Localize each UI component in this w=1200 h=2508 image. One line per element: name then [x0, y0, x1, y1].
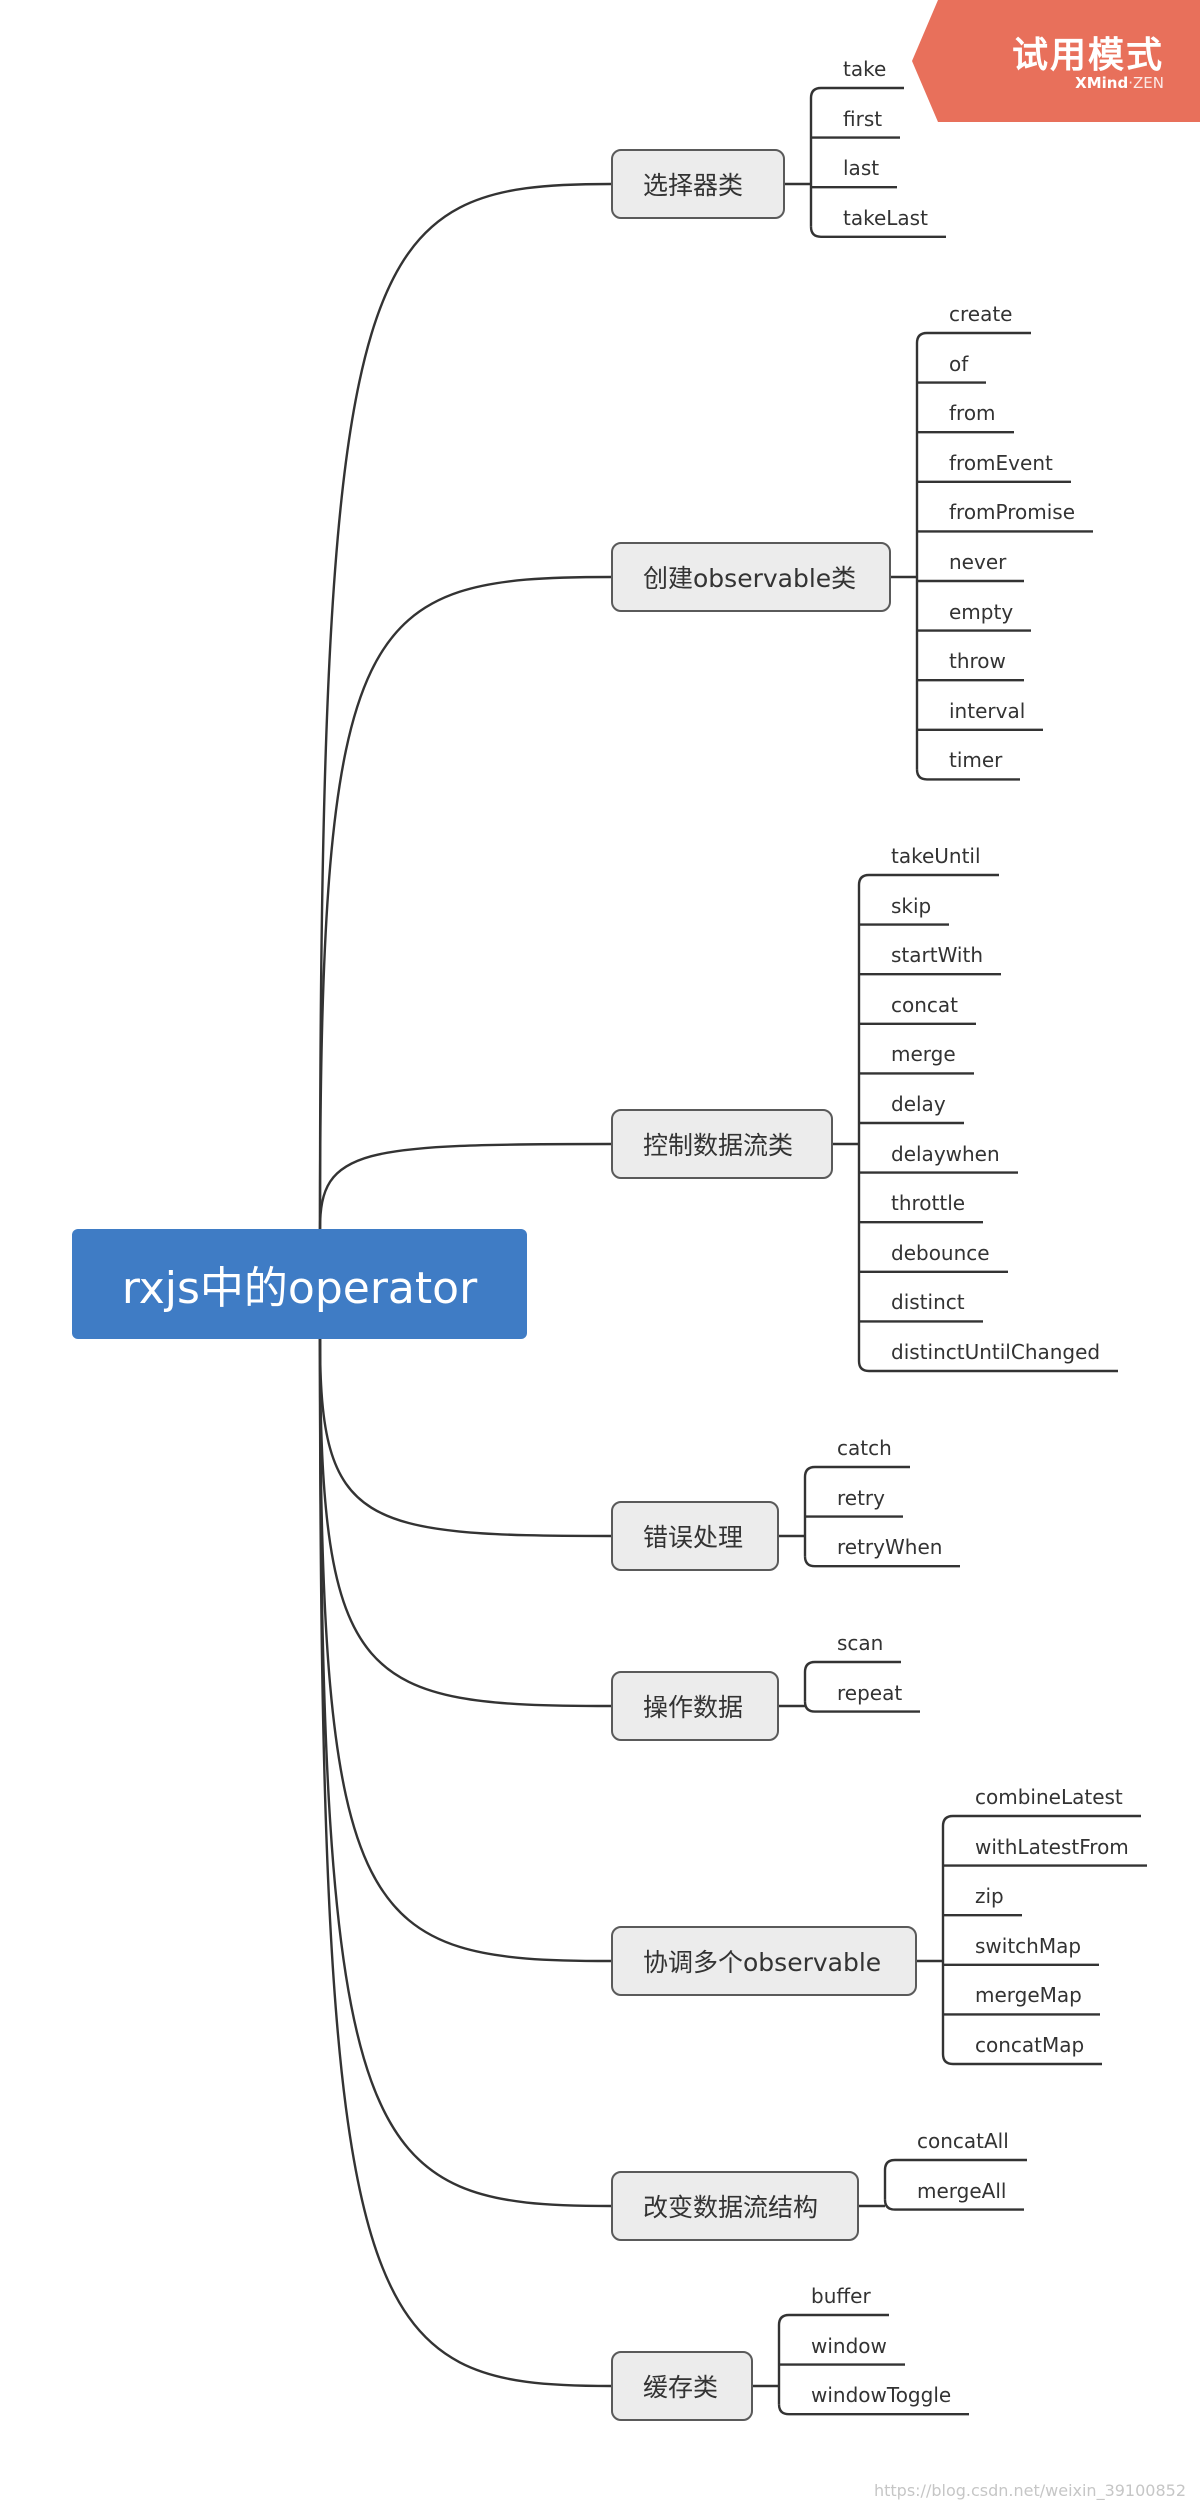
badge-edition: ZEN	[1133, 74, 1164, 92]
leaf-topic[interactable]: takeLast	[843, 205, 928, 230]
badge-title: 试用模式	[1011, 35, 1164, 76]
root-link	[318, 575, 612, 1230]
branch-topic[interactable]: 创建observable类	[611, 542, 891, 612]
leaf-topic[interactable]: mergeMap	[975, 1983, 1082, 2008]
watermark: https://blog.csdn.net/weixin_39100852	[873, 2481, 1186, 2500]
leaf-topic[interactable]: mergeAll	[917, 2178, 1007, 2203]
leaf-topic[interactable]: merge	[891, 1042, 956, 1067]
root-link	[318, 1338, 612, 2208]
leaf-topic[interactable]: interval	[949, 698, 1026, 723]
leaf-topic[interactable]: throttle	[891, 1191, 966, 1216]
branch-topic[interactable]: 改变数据流结构	[611, 2171, 859, 2241]
leaf-underline	[777, 2313, 889, 2326]
leaf-topic[interactable]: window	[811, 2333, 887, 2358]
leaf-underline	[883, 2199, 1024, 2211]
leaf-underline	[915, 769, 1020, 781]
leaf-topic[interactable]: fromPromise	[949, 500, 1076, 525]
leaf-topic[interactable]: withLatestFrom	[975, 1834, 1129, 1859]
badge-brand-line: XMind·ZEN	[1075, 74, 1164, 92]
leaf-topic[interactable]: timer	[949, 748, 1003, 773]
leaf-underline	[941, 2053, 1102, 2066]
branch-topic[interactable]: 选择器类	[611, 149, 785, 219]
leaf-topic[interactable]: concatAll	[917, 2129, 1009, 2153]
leaf-topic[interactable]: buffer	[811, 2284, 871, 2308]
branch-topic[interactable]: 控制数据流类	[611, 1109, 833, 1179]
leaf-topic[interactable]: distinct	[891, 1290, 965, 1315]
leaf-topic[interactable]: windowToggle	[811, 2383, 952, 2408]
leaf-underline	[857, 1360, 1118, 1373]
leaf-underline	[803, 1660, 901, 1673]
root-link	[318, 1142, 612, 1230]
leaf-topic[interactable]: delay	[891, 1092, 946, 1116]
leaf-topic[interactable]: switchMap	[975, 1933, 1082, 1958]
leaf-topic[interactable]: create	[949, 302, 1013, 326]
leaf-underline	[809, 226, 946, 238]
leaf-topic[interactable]: never	[949, 550, 1007, 574]
leaf-underline	[883, 2158, 1027, 2171]
leaf-topic[interactable]: startWith	[891, 943, 983, 968]
trial-mode-badge[interactable]: 试用模式 XMind·ZEN	[912, 0, 1200, 122]
badge-shape	[912, 0, 1200, 122]
leaf-underline	[941, 1814, 1141, 1827]
leaf-topic[interactable]: take	[843, 57, 887, 81]
root-link	[318, 1338, 612, 1963]
leaf-topic[interactable]: scan	[837, 1631, 884, 1655]
leaf-topic[interactable]: of	[949, 351, 969, 376]
leaf-underline	[915, 331, 1031, 344]
root-link	[318, 1338, 612, 1708]
leaf-topic[interactable]: distinctUntilChanged	[891, 1340, 1101, 1364]
leaf-underline	[803, 1701, 920, 1713]
leaf-topic[interactable]: takeUntil	[891, 844, 981, 868]
badge-separator: ·	[1128, 74, 1134, 92]
leaf-topic[interactable]: repeat	[837, 1680, 903, 1705]
root-link	[318, 182, 612, 1230]
leaf-topic[interactable]: delaywhen	[891, 1141, 1000, 1166]
leaf-topic[interactable]: empty	[949, 599, 1014, 624]
branch-topic[interactable]: 操作数据	[611, 1671, 779, 1741]
branch-topic[interactable]: 缓存类	[611, 2351, 753, 2421]
leaf-topic[interactable]: zip	[975, 1884, 1004, 1909]
leaf-underline	[803, 1556, 960, 1568]
leaf-topic[interactable]: first	[843, 106, 883, 131]
root-link	[318, 1338, 612, 2388]
leaf-underline	[803, 1465, 910, 1478]
leaf-topic[interactable]: catch	[837, 1436, 892, 1460]
leaf-topic[interactable]: from	[949, 401, 996, 426]
leaf-topic[interactable]: concatMap	[975, 2033, 1085, 2057]
leaf-topic[interactable]: retry	[837, 1485, 885, 1510]
leaf-underline	[857, 873, 999, 886]
leaf-topic[interactable]: debounce	[891, 1240, 990, 1265]
leaf-topic[interactable]: fromEvent	[949, 450, 1053, 475]
leaf-topic[interactable]: concat	[891, 992, 959, 1017]
leaf-topic[interactable]: throw	[949, 649, 1006, 674]
root-link	[318, 1338, 612, 1538]
leaf-topic[interactable]: skip	[891, 893, 932, 918]
leaf-topic[interactable]: combineLatest	[975, 1785, 1123, 1809]
root-topic[interactable]: rxjs中的operator	[72, 1229, 527, 1339]
badge-brand: XMind	[1075, 74, 1129, 92]
leaf-underline	[777, 2404, 969, 2416]
branch-topic[interactable]: 协调多个observable	[611, 1926, 917, 1996]
leaf-underline	[809, 86, 904, 99]
leaf-topic[interactable]: last	[843, 156, 880, 181]
branch-topic[interactable]: 错误处理	[611, 1501, 779, 1571]
leaf-topic[interactable]: retryWhen	[837, 1535, 943, 1560]
